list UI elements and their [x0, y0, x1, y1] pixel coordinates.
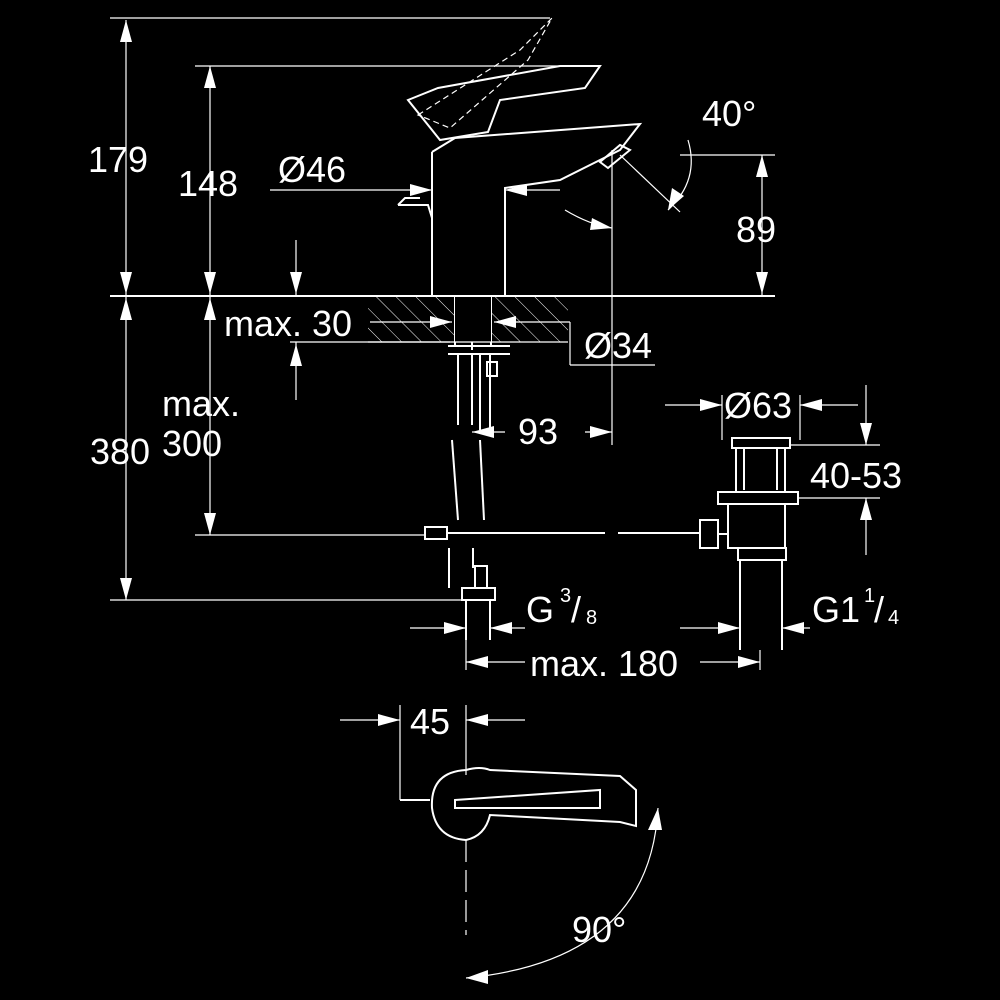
label-d46: Ø46	[278, 149, 346, 190]
label-max180: max. 180	[530, 643, 678, 684]
label-g1-1-4: G1 1 / 4	[812, 585, 899, 630]
svg-text:G1: G1	[812, 589, 860, 630]
label-89: 89	[736, 209, 776, 250]
label-148: 148	[178, 163, 238, 204]
label-40deg: 40°	[702, 93, 756, 134]
label-max300-line1: max.	[162, 383, 240, 424]
svg-text:8: 8	[586, 607, 597, 629]
label-45: 45	[410, 701, 450, 742]
drain-assembly	[699, 437, 799, 650]
faucet-top-view	[400, 767, 637, 842]
label-90deg: 90°	[572, 909, 626, 950]
svg-text:3: 3	[560, 585, 571, 607]
svg-text:4: 4	[888, 607, 899, 629]
svg-text:/: /	[571, 589, 581, 630]
dimension-lines	[110, 17, 880, 984]
label-max300-line2: 300	[162, 423, 222, 464]
label-179: 179	[88, 139, 148, 180]
label-d63: Ø63	[724, 385, 792, 426]
label-40-53: 40-53	[810, 455, 902, 496]
label-max30: max. 30	[224, 303, 352, 344]
svg-text:/: /	[874, 589, 884, 630]
svg-text:1: 1	[864, 585, 875, 607]
svg-text:G: G	[526, 589, 554, 630]
label-380: 380	[90, 431, 150, 472]
faucet-side-view	[397, 17, 700, 640]
label-93: 93	[518, 411, 558, 452]
countertop-section	[110, 295, 775, 343]
dimension-labels: 179 148 Ø46 40° 89 max. 30 Ø34 max. 300 …	[88, 93, 902, 950]
label-d34: Ø34	[584, 325, 652, 366]
label-g-3-8: G 3 / 8	[526, 585, 597, 630]
